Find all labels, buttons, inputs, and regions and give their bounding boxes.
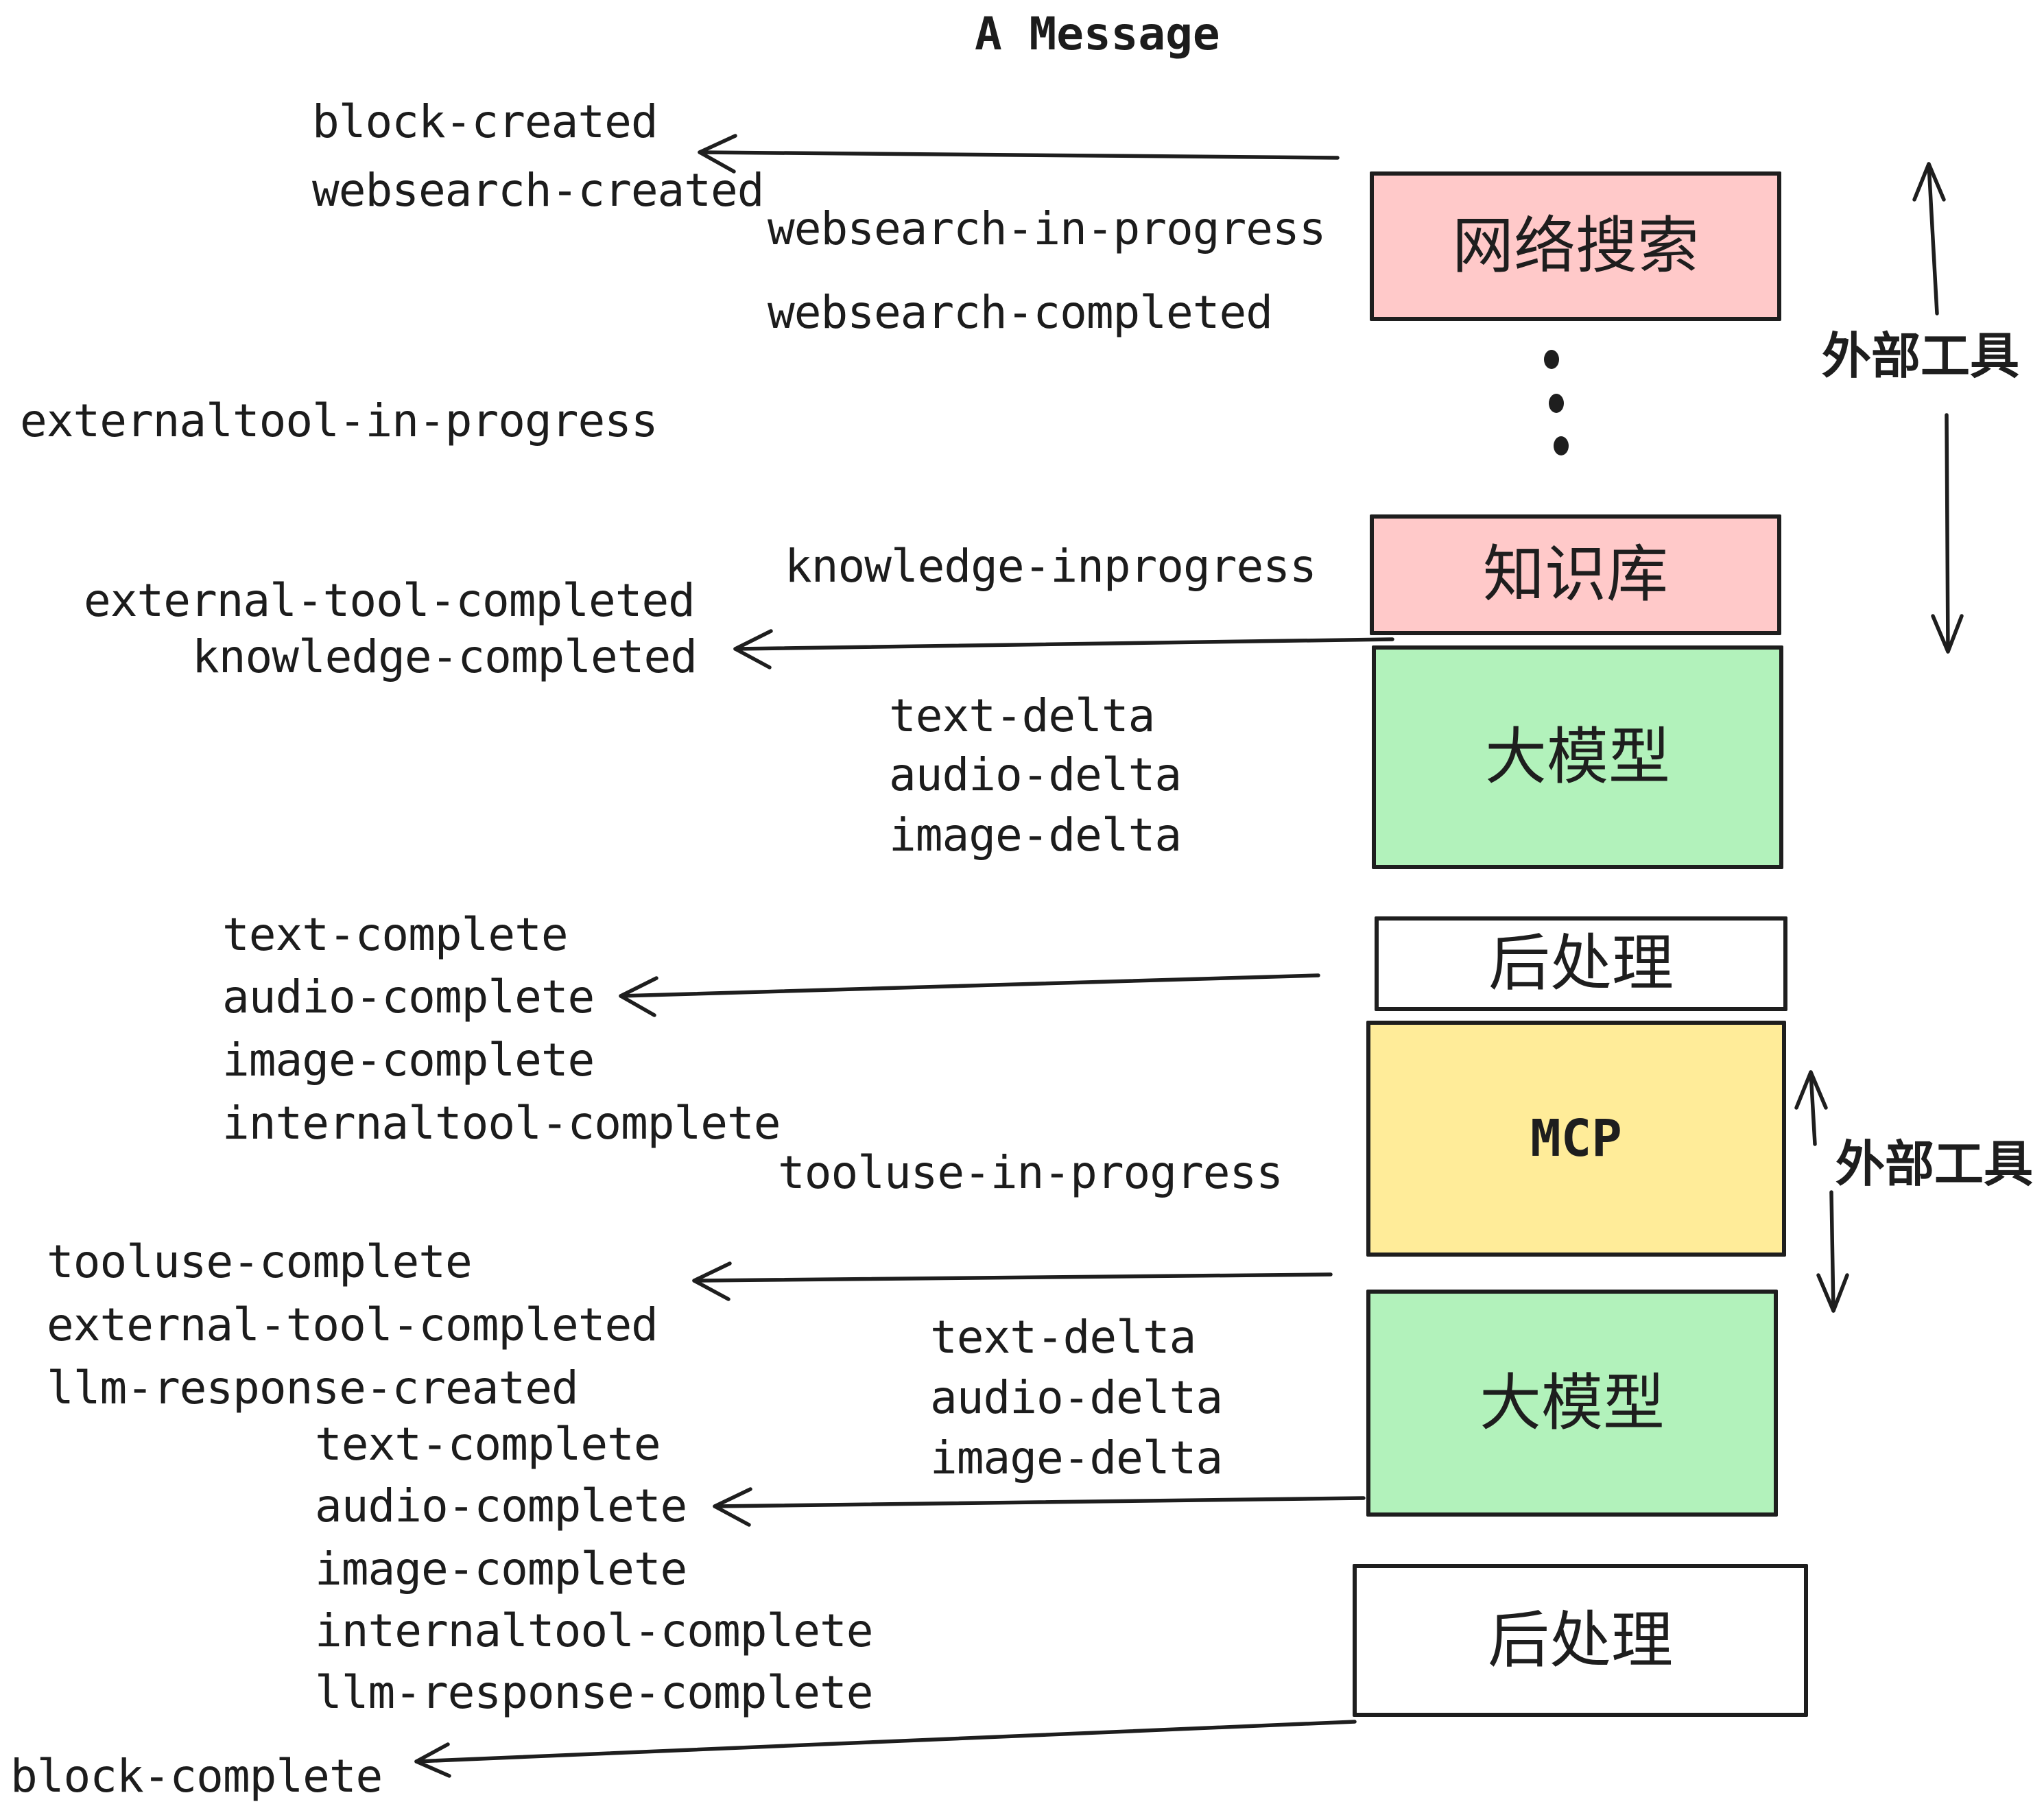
event-label-internaltool-complete-2: internaltool-complete bbox=[315, 1604, 873, 1657]
event-label-audio-delta-2: audio-delta bbox=[930, 1371, 1223, 1424]
event-label-externaltool-in-progress: externaltool-in-progress bbox=[20, 394, 658, 447]
box-mcp: MCP bbox=[1366, 1021, 1786, 1257]
event-label-text-complete-2: text-complete bbox=[315, 1418, 661, 1471]
vertical-ellipsis-dots bbox=[1544, 350, 1569, 455]
event-label-audio-complete-2: audio-complete bbox=[315, 1480, 687, 1532]
event-label-image-complete: image-complete bbox=[222, 1034, 595, 1087]
event-label-block-complete: block-complete bbox=[10, 1750, 383, 1803]
external-tools-label-2: 外部工具 bbox=[1835, 1137, 2034, 1192]
event-label-internaltool-complete: internaltool-complete bbox=[222, 1097, 781, 1150]
event-label-websearch-completed: websearch-completed bbox=[768, 286, 1273, 339]
box-llm-2-label: 大模型 bbox=[1479, 1368, 1665, 1438]
box-knowledge-base: 知识库 bbox=[1370, 514, 1781, 635]
event-label-text-complete: text-complete bbox=[222, 908, 569, 961]
external-tools-up-arrow-1-icon bbox=[1912, 162, 1946, 316]
diagram-title: A Message bbox=[975, 8, 1220, 60]
arrow-postprocess2-to-block-complete-icon bbox=[414, 1720, 1357, 1778]
box-llm-2: 大模型 bbox=[1366, 1290, 1778, 1517]
arrow-postprocess-to-image-complete-icon bbox=[619, 973, 1320, 1017]
event-label-knowledge-completed: knowledge-completed bbox=[192, 630, 698, 683]
event-label-image-delta-2: image-delta bbox=[930, 1432, 1223, 1484]
arrow-llm-to-knowledge-completed-icon bbox=[733, 629, 1394, 669]
box-postprocess-2-label: 后处理 bbox=[1488, 1606, 1673, 1675]
box-mcp-label: MCP bbox=[1530, 1109, 1622, 1168]
event-label-image-complete-2: image-complete bbox=[315, 1543, 687, 1595]
event-label-image-delta: image-delta bbox=[889, 809, 1182, 862]
event-label-text-delta: text-delta bbox=[889, 689, 1155, 742]
external-tools-down-arrow-1-icon bbox=[1931, 413, 1964, 654]
event-label-websearch-created: websearch-created bbox=[312, 164, 765, 217]
event-label-websearch-in-progress: websearch-in-progress bbox=[768, 202, 1326, 255]
event-label-external-tool-completed: external-tool-completed bbox=[84, 574, 696, 627]
event-label-tooluse-in-progress: tooluse-in-progress bbox=[778, 1146, 1283, 1199]
box-websearch: 网络搜索 bbox=[1370, 171, 1781, 321]
box-llm-1-label: 大模型 bbox=[1485, 723, 1670, 792]
box-postprocess-2: 后处理 bbox=[1353, 1564, 1808, 1717]
box-websearch-label: 网络搜索 bbox=[1452, 212, 1699, 281]
event-label-llm-response-complete: llm-response-complete bbox=[315, 1666, 873, 1719]
arrow-websearch-to-block-created-icon bbox=[698, 134, 1340, 174]
external-tools-down-arrow-2-icon bbox=[1816, 1190, 1849, 1313]
box-llm-1: 大模型 bbox=[1372, 645, 1783, 869]
external-tools-label-1: 外部工具 bbox=[1822, 329, 2020, 384]
box-knowledge-base-label: 知识库 bbox=[1483, 541, 1668, 609]
event-label-llm-response-created: llm-response-created bbox=[47, 1362, 579, 1414]
event-label-tooluse-complete: tooluse-complete bbox=[47, 1235, 473, 1288]
event-label-block-created: block-created bbox=[312, 95, 658, 148]
event-label-audio-delta: audio-delta bbox=[889, 748, 1182, 801]
event-label-text-delta-2: text-delta bbox=[930, 1311, 1196, 1364]
box-postprocess-1: 后处理 bbox=[1375, 916, 1787, 1011]
arrow-llm2-to-audio-complete-icon bbox=[713, 1487, 1366, 1527]
external-tools-up-arrow-2-icon bbox=[1794, 1070, 1828, 1146]
box-postprocess-1-label: 后处理 bbox=[1488, 929, 1674, 998]
event-label-audio-complete: audio-complete bbox=[222, 971, 595, 1023]
arrow-mcp-to-tooluse-complete-icon bbox=[692, 1261, 1333, 1301]
event-label-external-tool-completed-2: external-tool-completed bbox=[47, 1298, 658, 1351]
event-label-knowledge-inprogress: knowledge-inprogress bbox=[785, 540, 1317, 593]
